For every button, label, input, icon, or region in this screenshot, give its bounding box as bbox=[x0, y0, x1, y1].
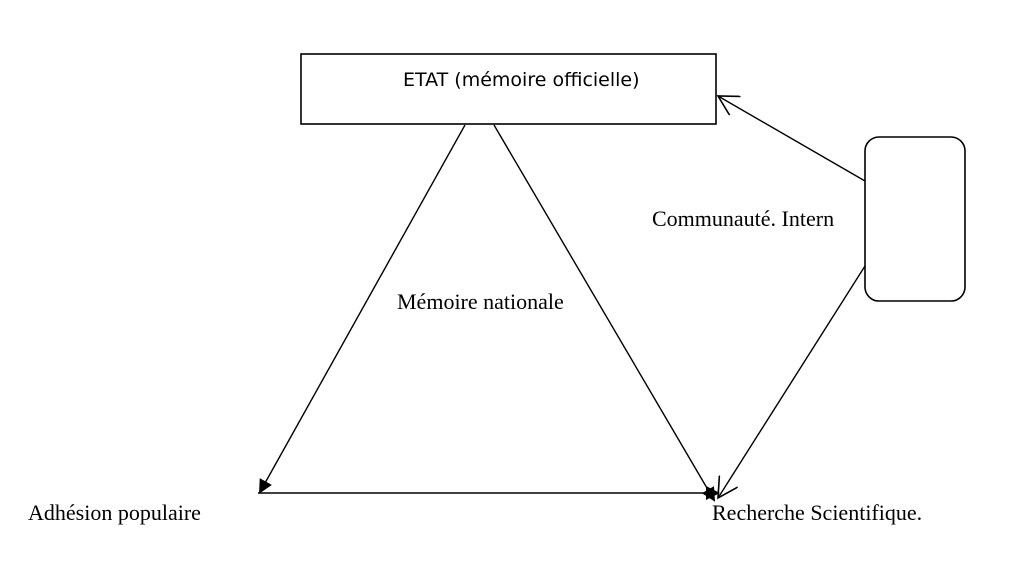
center-label: Mémoire nationale bbox=[397, 289, 564, 314]
international-label: Communauté. Intern bbox=[652, 206, 834, 231]
right-node-label: Recherche Scientifique. bbox=[712, 500, 922, 525]
state-box-label: ETAT (mémoire officielle) bbox=[403, 69, 640, 91]
arrow-state-to-popular bbox=[259, 124, 466, 494]
international-community-box bbox=[864, 136, 966, 302]
left-node-label: Adhésion populaire bbox=[28, 500, 201, 525]
state-box bbox=[300, 53, 717, 125]
arrow-international-to-state bbox=[718, 96, 866, 182]
arrow-state-to-research bbox=[493, 124, 716, 502]
arrow-international-to-research bbox=[718, 265, 866, 498]
